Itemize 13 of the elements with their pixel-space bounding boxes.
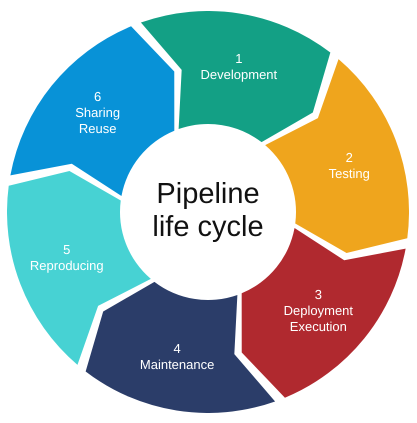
center-title: Pipeline life cycle bbox=[151, 178, 265, 244]
step-title: Sharing Reuse bbox=[74, 104, 122, 137]
step-number: 5 bbox=[62, 242, 72, 258]
step-number: 4 bbox=[172, 341, 182, 358]
step-title: Reproducing bbox=[28, 258, 105, 274]
step-number: 6 bbox=[93, 88, 102, 105]
step-number: 1 bbox=[234, 50, 244, 67]
step-title: Maintenance bbox=[138, 357, 216, 374]
step-title: Development bbox=[200, 66, 278, 83]
step-number: 2 bbox=[344, 150, 354, 166]
step-title: Deployment Execution bbox=[282, 303, 354, 336]
step-number: 3 bbox=[314, 287, 323, 304]
step-title: Testing bbox=[328, 166, 371, 182]
